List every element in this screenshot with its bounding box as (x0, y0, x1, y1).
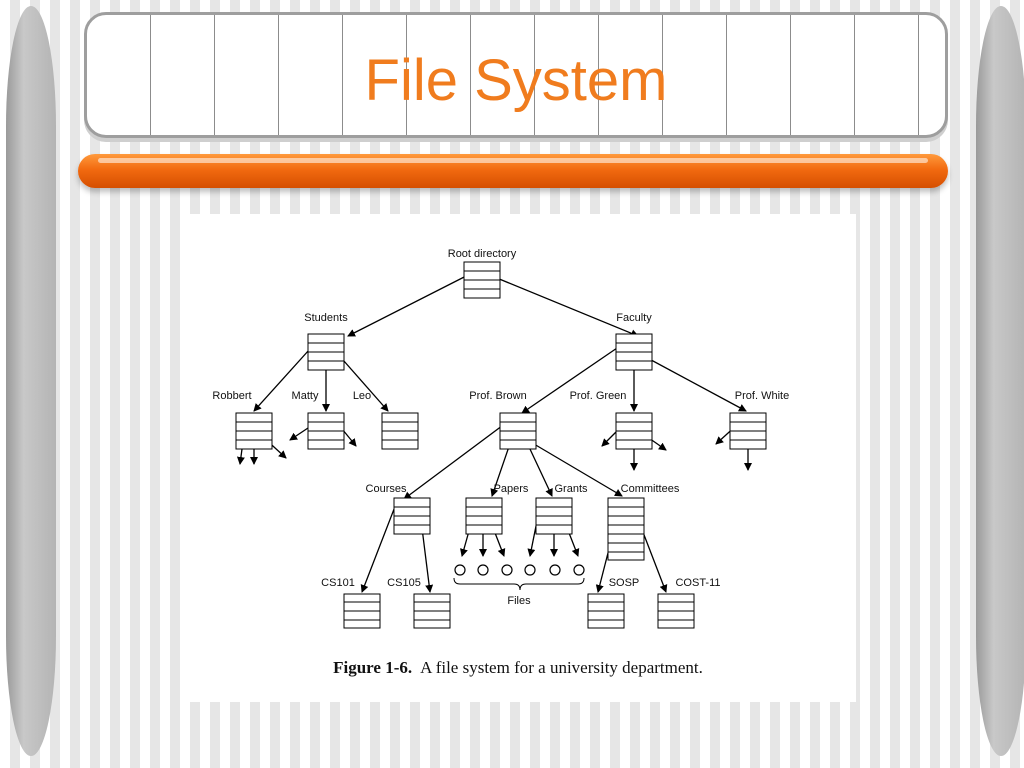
label-root-directory: Root directory (448, 248, 517, 260)
label-cs101: CS101 (321, 577, 355, 589)
dir-box-cost11 (657, 593, 695, 629)
label-cs105: CS105 (387, 577, 421, 589)
file-circle (549, 564, 561, 576)
dir-box-courses (393, 497, 431, 535)
dir-box-students (307, 333, 345, 371)
title-panel (84, 12, 948, 138)
file-circle (454, 564, 466, 576)
dir-box-grants (535, 497, 573, 535)
label-faculty: Faculty (616, 312, 652, 324)
label-committees: Committees (621, 483, 680, 495)
label-matty: Matty (292, 390, 319, 402)
label-prof-white: Prof. White (735, 390, 789, 402)
figure-caption-text: A file system for a university departmen… (420, 658, 703, 677)
dir-box-faculty (615, 333, 653, 371)
left-decorative-pillar (6, 6, 56, 756)
dir-box-cs101 (343, 593, 381, 629)
slide-title: File System (364, 48, 668, 113)
label-prof-green: Prof. Green (570, 390, 627, 402)
dir-box-papers (465, 497, 503, 535)
title-underline-bar (78, 154, 948, 188)
file-circle (573, 564, 585, 576)
dir-box-sosp (587, 593, 625, 629)
files-brace (453, 577, 585, 591)
figure-caption-label: Figure 1-6. (333, 658, 413, 677)
edge-faculty-brown (521, 345, 621, 414)
dir-box-committees (607, 497, 645, 561)
edge-brown-courses (403, 419, 511, 500)
right-decorative-pillar (976, 6, 1024, 756)
file-circle (524, 564, 536, 576)
label-cost-11: COST-11 (675, 577, 720, 589)
dir-box-prof-green (615, 412, 653, 450)
edge-students-leo (335, 351, 389, 412)
label-grants: Grants (554, 483, 588, 495)
figure-caption: Figure 1-6. A file system for a universit… (180, 658, 856, 678)
label-papers: Papers (494, 483, 529, 495)
label-robbert: Robbert (212, 390, 251, 402)
edge-root-students (347, 271, 475, 337)
dir-box-cs105 (413, 593, 451, 629)
dir-box-robbert (235, 412, 273, 450)
edge-students-robbert (253, 339, 319, 412)
dir-box-prof-white (729, 412, 767, 450)
dir-box-leo (381, 412, 419, 450)
dir-box-prof-brown (499, 412, 537, 450)
label-files: Files (507, 595, 531, 607)
label-sosp: SOSP (609, 577, 640, 589)
edge-courses-cs101 (360, 503, 397, 593)
label-courses: Courses (366, 483, 407, 495)
label-prof-brown: Prof. Brown (469, 390, 526, 402)
file-system-tree-diagram: Root directory Students Faculty Robbert … (212, 248, 789, 629)
file-circle (477, 564, 489, 576)
label-leo: Leo (353, 390, 371, 402)
edge-faculty-white (639, 353, 747, 412)
file-circle (501, 564, 513, 576)
dir-box-matty (307, 412, 345, 450)
edge-brown-committees (533, 443, 623, 497)
figure: Root directory Students Faculty Robbert … (180, 214, 856, 702)
label-students: Students (304, 312, 348, 324)
dir-box-root (463, 261, 501, 299)
edge-root-faculty (491, 275, 639, 338)
